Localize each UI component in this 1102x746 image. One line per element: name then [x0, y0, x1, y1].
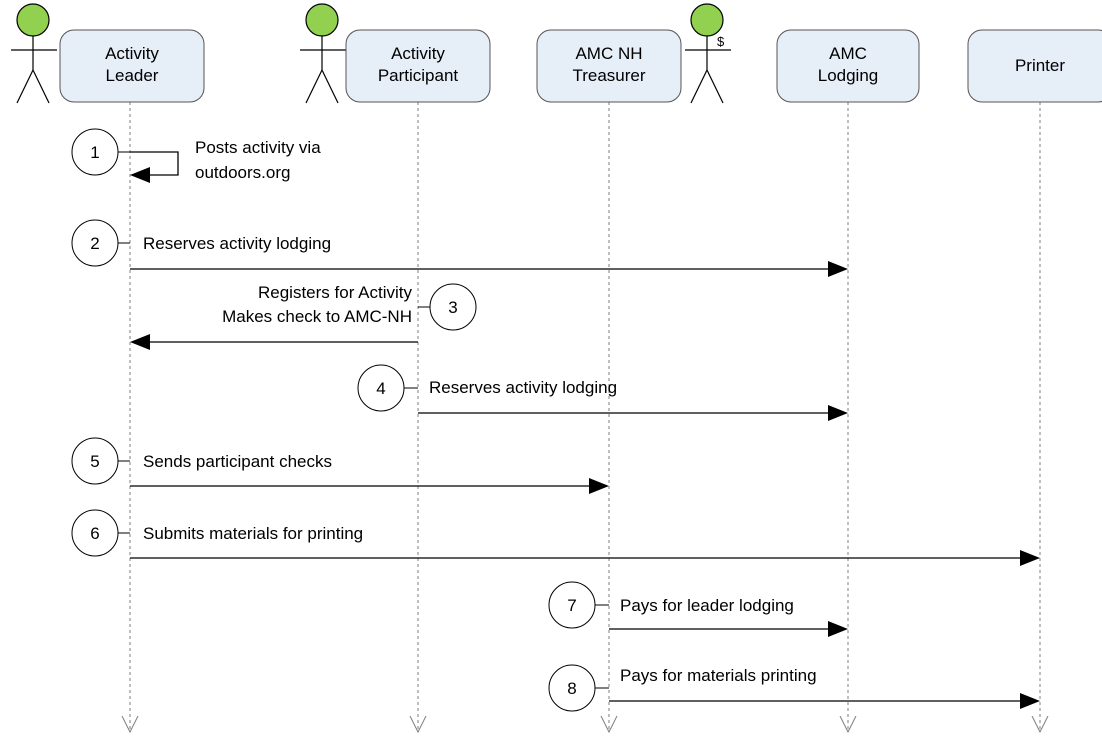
actor-figure-treasurer: $: [685, 3, 731, 104]
step-number-5: 5: [90, 452, 99, 471]
participant-box-participant: [345, 29, 491, 103]
actor-left-leg: [16, 69, 34, 104]
lifeline-end-arrow: [600, 715, 618, 734]
participant-label-participant-line2: Participant: [378, 66, 459, 85]
arrowhead: [828, 261, 848, 277]
lifeline-end-arrow: [409, 715, 427, 734]
actor-left-leg: [305, 69, 323, 104]
message-label-1: outdoors.org: [195, 163, 290, 182]
step-number-8: 8: [567, 679, 576, 698]
message-label-1: Posts activity via: [195, 138, 321, 157]
message-8: 8 Pays for materials printing: [548, 664, 1040, 712]
actor-badge: $: [717, 34, 725, 49]
message-label-7: Pays for leader lodging: [620, 596, 794, 615]
message-4: 4 Reserves activity lodging: [357, 364, 848, 421]
step-number-6: 6: [90, 524, 99, 543]
message-5: 5 Sends participant checks: [71, 437, 609, 494]
arrowhead: [130, 167, 150, 183]
participant-box-treasurer: [536, 29, 682, 103]
lifeline-end-arrow: [121, 715, 139, 734]
participant-label-treasurer-line1: AMC NH: [575, 44, 642, 63]
message-label-3: Makes check to AMC-NH: [222, 307, 412, 326]
self-message-line: [130, 151, 179, 176]
participant-label-leader-line2: Leader: [106, 66, 159, 85]
message-7: 7 Pays for leader lodging: [548, 581, 848, 637]
lifeline-end-arrow: [1031, 715, 1049, 734]
actor-right-leg: [706, 69, 724, 104]
arrowhead: [828, 621, 848, 637]
message-label-5: Sends participant checks: [143, 452, 332, 471]
actor-head: [305, 3, 339, 37]
actor-head: [690, 3, 724, 37]
arrowhead: [1020, 693, 1040, 709]
step-number-7: 7: [567, 596, 576, 615]
message-1: 1 Posts activity via outdoors.org: [71, 128, 321, 183]
participant-label-leader-line1: Activity: [105, 44, 159, 63]
actor-right-leg: [321, 69, 339, 104]
message-6: 6 Submits materials for printing: [71, 509, 1040, 566]
arrowhead: [828, 405, 848, 421]
participant-label-participant-line1: Activity: [391, 44, 445, 63]
message-label-6: Submits materials for printing: [143, 524, 363, 543]
lifeline-end-arrow: [839, 715, 857, 734]
participant-label-lodging-line1: AMC: [829, 44, 867, 63]
participant-label-lodging-line2: Lodging: [818, 66, 879, 85]
message-label-8: Pays for materials printing: [620, 666, 817, 685]
step-number-3: 3: [448, 298, 457, 317]
actor-right-leg: [32, 69, 50, 104]
arrowhead: [130, 334, 150, 350]
message-label-4: Reserves activity lodging: [429, 378, 617, 397]
step-number-4: 4: [376, 379, 385, 398]
participant-box-printer: [967, 29, 1102, 103]
message-label-3: Registers for Activity: [258, 283, 412, 302]
actor-left-leg: [690, 69, 708, 104]
actor-figure-leader: [11, 3, 57, 104]
message-2: 2 Reserves activity lodging: [71, 219, 848, 277]
step-number-1: 1: [90, 143, 99, 162]
arrowhead: [589, 478, 609, 494]
actor-figure-participant: [300, 3, 346, 104]
participant-label-printer: Printer: [1015, 56, 1065, 75]
arrowhead: [1020, 550, 1040, 566]
participant-box-lodging: [776, 29, 920, 103]
message-label-2: Reserves activity lodging: [143, 234, 331, 253]
step-number-2: 2: [90, 234, 99, 253]
participant-box-leader: [59, 29, 205, 103]
actor-head: [16, 3, 50, 37]
participant-label-treasurer-line2: Treasurer: [572, 66, 645, 85]
